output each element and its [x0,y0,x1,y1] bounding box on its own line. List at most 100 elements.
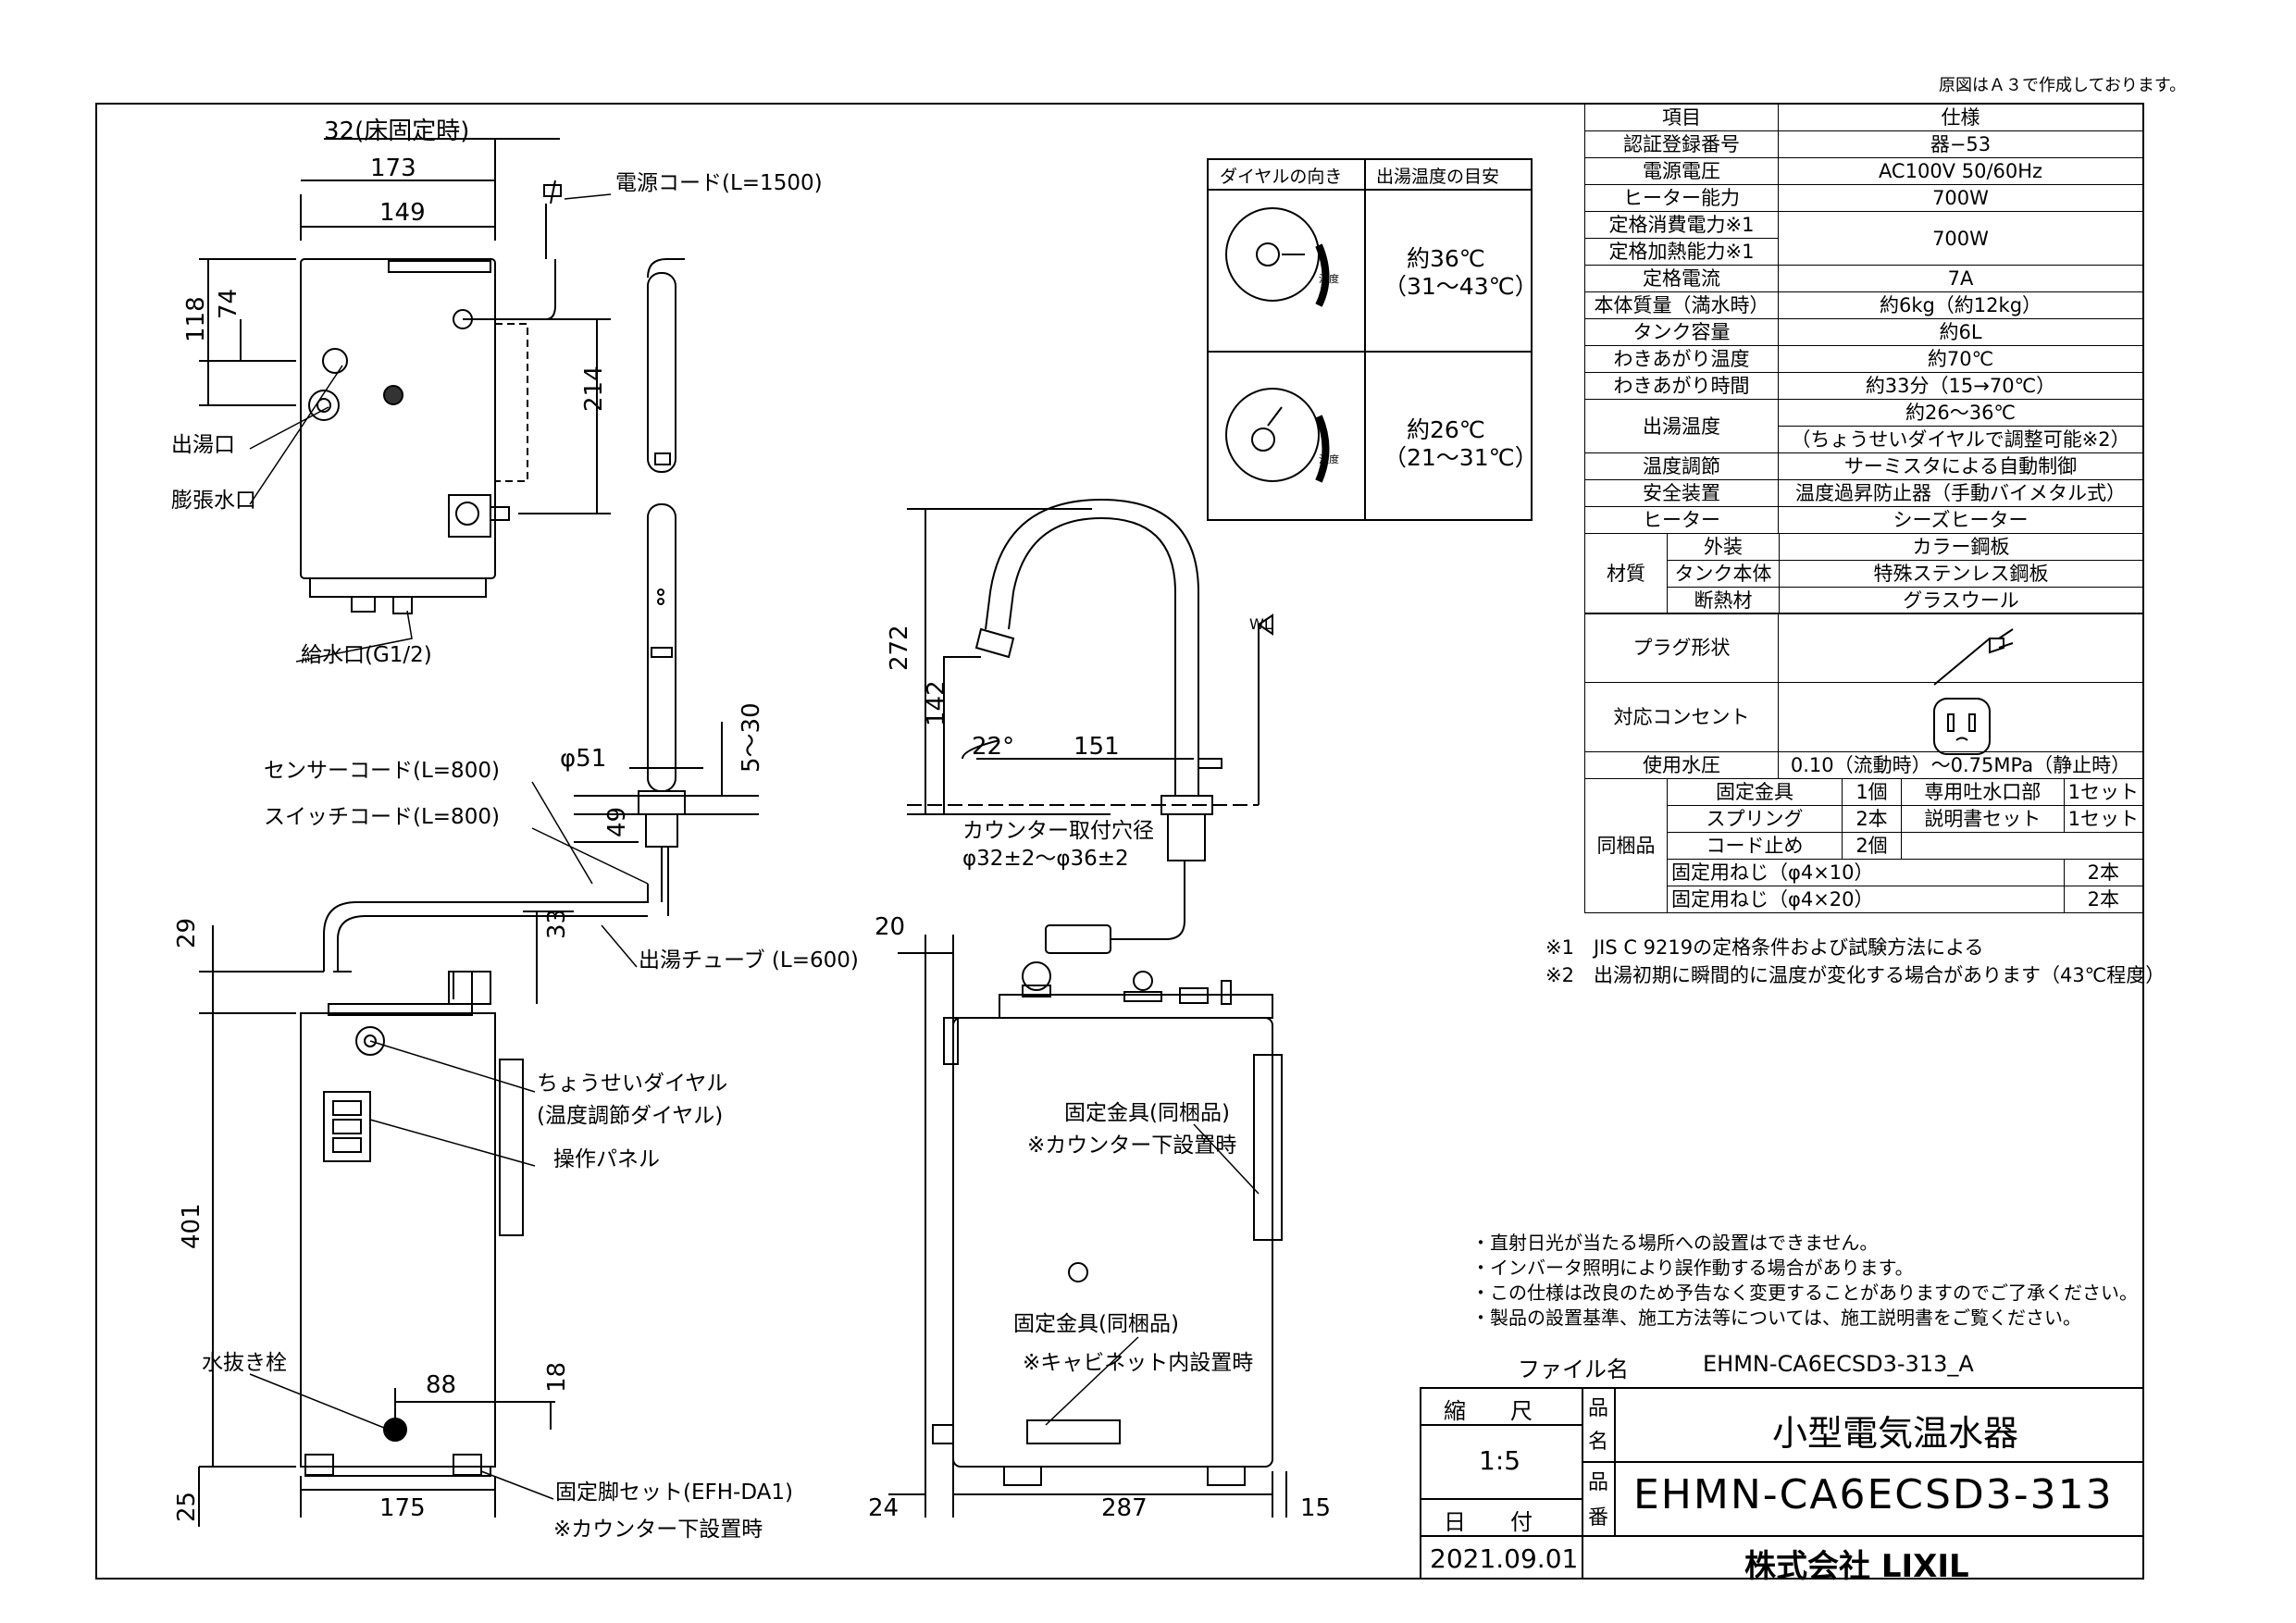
spec-key: 定格加熱能力※1 [1584,238,1779,266]
dim-175: 175 [379,1494,426,1522]
spec-key: わきあがり温度 [1584,345,1779,373]
number-label-1: 品 [1588,1471,1609,1494]
product-number: EHMN-CA6ECSD3-313 [1633,1471,2114,1518]
dim-22deg: 22° [972,733,1014,761]
spec-key: 定格電流 [1584,265,1779,292]
spec-key: 本体質量（満水時） [1584,291,1779,319]
spec-value: 700W [1778,211,2143,266]
dial-table-frame [1207,158,1533,521]
bundle-item: スプリング [1667,804,1843,833]
spec-value: 約70℃ [1778,345,2143,373]
dial-header-left: ダイヤルの向き [1220,167,1343,187]
plug-cell [1778,613,2143,683]
label-counter-hole-2: φ32±2〜φ36±2 [962,847,1129,871]
bundle-item: 説明書セット [1901,804,2065,833]
spec-value: 約6L [1778,318,2143,346]
dim-118: 118 [182,296,210,342]
bundle-qty: 1セット [2063,804,2144,833]
spec-key: わきあがり時間 [1584,372,1779,400]
dial-temp-1: 約36℃ [1407,245,1485,272]
dim-32: 32(床固定時) [324,118,469,145]
dim-214: 214 [580,365,608,412]
note-bullet: ・製品の設置基準、施工方法等については、施工説明書をご覧ください。 [1471,1307,2081,1329]
faucet-top-view [638,258,686,916]
dim-173: 173 [370,155,416,182]
date-label: 日 付 [1444,1509,1533,1535]
tank-side-view [888,935,1287,1518]
note-bullet: ・インバータ照明により誤作動する場合があります。 [1471,1257,1914,1279]
spec-key: ヒーター能力 [1584,184,1779,212]
label-panel: 操作パネル [553,1147,660,1171]
spec-key: 安全装置 [1584,479,1779,507]
dim-51: φ51 [560,745,606,773]
bundle-label: 同梱品 [1584,777,1668,913]
note-star-2: ※2 出湯初期に瞬間的に温度が変化する場合があります（43℃程度） [1545,964,2166,986]
spec-value: 700W [1778,184,2143,212]
spec-value: 器−53 [1778,130,2143,158]
label-dial-2: (温度調節ダイヤル) [537,1104,723,1128]
label-bracket-1-note: ※カウンター下設置時 [1027,1134,1236,1158]
file-label: ファイル名 [1518,1357,1629,1382]
number-label-2: 番 [1588,1506,1609,1530]
bundle-qty: 1セット [2063,777,2144,806]
scale-value: 1:5 [1479,1445,1521,1476]
spec-key: 出湯温度 [1584,399,1779,453]
spec-key: 温度調節 [1584,452,1779,480]
bundle-qty: 1個 [1842,777,1902,806]
notes-bullets: ・直射日光が当たる場所への設置はできません。 ・インバータ照明により誤作動する場… [1471,1231,2138,1331]
outlet-label: 対応コンセント [1584,682,1779,752]
material-key: 外装 [1667,532,1780,561]
spec-key: 認証登録番号 [1584,130,1779,158]
label-counter-under: ※カウンター下設置時 [553,1518,763,1542]
heater-top-view [199,138,611,614]
spec-value: 温度過昇防止器（手動バイメタル式） [1778,479,2143,507]
name-label-1: 品 [1588,1397,1609,1420]
dim-74: 74 [215,289,242,319]
label-water-inlet: 給水口(G1/2) [301,643,432,667]
bundle-item: 固定用ねじ（φ4×20） [1667,885,2065,913]
spec-value: 7A [1778,265,2143,292]
bundle-qty: 2個 [1842,831,1902,860]
spec-value: サーミスタによる自動制御 [1778,452,2143,480]
dim-151: 151 [1074,733,1120,761]
label-hot-tube: 出湯チューブ (L=600) [639,948,859,973]
company-logo: 株式会社 LIXIL [1744,1548,1969,1585]
label-ondo-1: 温度 [1319,272,1339,285]
wl-mark: WL [1249,615,1272,633]
label-dial-1: ちょうせいダイヤル [537,1072,727,1096]
note-bullet: ・この仕様は改良のため予告なく変更することがありますのでご了承ください。 [1471,1282,2138,1304]
material-value: 特殊ステンレス鋼板 [1779,559,2143,588]
label-foot-set: 固定脚セット(EFH-DA1) [555,1481,793,1505]
dim-287: 287 [1101,1494,1148,1522]
dial-header-right: 出湯温度の目安 [1376,167,1500,187]
pressure-label: 使用水圧 [1584,751,1779,779]
outlet-cell [1778,682,2143,752]
material-label: 材質 [1584,532,1668,614]
bundle-empty [1901,831,2143,860]
dial-range-1: （31〜43℃） [1384,273,1538,300]
spec-key: 電源電圧 [1584,157,1779,185]
dim-272: 272 [886,625,913,671]
spec-value: 約26〜36℃ [1778,399,2143,427]
note-star-1: ※1 JIS C 9219の定格条件および試験方法による [1545,936,1984,959]
material-key: タンク本体 [1667,559,1780,588]
label-power-cord: 電源コード(L=1500) [615,171,823,195]
dim-33: 33 [543,909,571,939]
spec-header: 項目 仕様 [1584,104,2143,131]
bundle-qty: 2本 [1842,804,1902,833]
header-note: 原図はＡ３で作成しております。 [1939,76,2187,95]
dim-18: 18 [543,1362,571,1393]
label-bracket-2-note: ※キャビネット内設置時 [1023,1351,1253,1375]
dim-15: 15 [1300,1494,1331,1522]
file-name: EHMN-CA6ECSD3-313_A [1703,1351,1974,1377]
dim-5-30: 5〜30 [738,702,765,773]
spec-value: 約6kg（約12kg） [1778,291,2143,319]
scale-label: 縮 尺 [1444,1398,1533,1424]
material-value: グラスウール [1779,586,2143,614]
tank-front-view [198,884,649,1527]
label-outlet-hot: 出湯口 [171,433,235,457]
dim-20: 20 [875,913,905,941]
pressure-value: 0.10（流動時）〜0.75MPa（静止時） [1778,751,2143,779]
